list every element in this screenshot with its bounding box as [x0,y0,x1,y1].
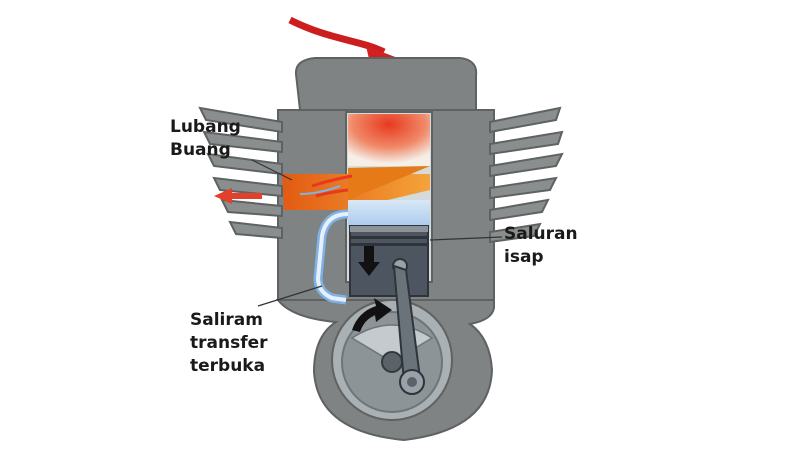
label-line: transfer [190,333,268,353]
label-line: Lubang [170,117,241,137]
label-transfer-port: Saliram transfer terbuka [190,309,268,378]
cooling-fins-right [489,106,564,244]
label-line: isap [504,247,544,267]
label-line: terbuka [190,356,266,376]
exhaust-out-arrow-icon [214,188,262,204]
label-exhaust-port: Lubang Buang [170,116,241,162]
label-intake-port: Saluran isap [504,223,578,269]
fresh-charge [348,200,430,228]
crank-rotation-arrow-icon [352,298,392,332]
leader-exhaust [251,159,293,181]
spark-plug-lead [288,16,386,56]
leader-intake [429,236,503,241]
piston [349,225,429,297]
cooling-fins-left [198,106,283,240]
label-line: Saluran [504,224,578,244]
piston-down-arrow-icon [358,246,380,276]
combustion-chamber [348,114,430,166]
label-line: Saliram [190,310,263,330]
leader-transfer [257,285,323,307]
label-line: Buang [170,140,231,160]
